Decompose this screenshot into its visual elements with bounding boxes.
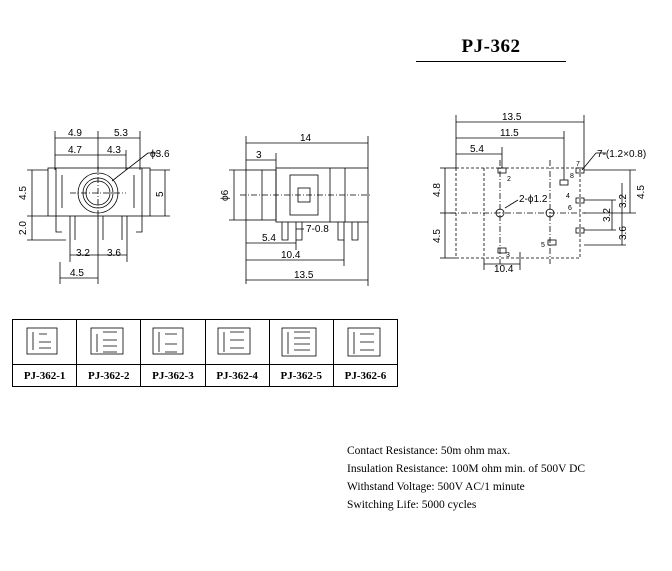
dim-fp-slots: 7-(1.2×0.8) [597, 149, 646, 160]
dim-fp-left-lower: 4.5 [432, 229, 443, 243]
pin-number: 3 [506, 252, 510, 259]
dim-inner-left: 4.7 [68, 145, 82, 156]
side-nose [245, 169, 277, 221]
pin-number: 7 [576, 161, 580, 168]
dim-overall-bottom: 13.5 [294, 270, 314, 281]
dim-lower: 10.4 [281, 250, 301, 261]
spec-contact-resistance: Contact Resistance: 50m ohm max. [347, 445, 511, 457]
pin-number: 4 [566, 193, 570, 200]
variant-cell: PJ-362-4 [205, 320, 270, 386]
pin-number: 5 [541, 242, 545, 249]
dim-bottom: 4.5 [70, 268, 84, 279]
dim-top-left: 4.9 [68, 128, 82, 139]
dim-fp-right-a: 3.2 [618, 194, 629, 208]
dim-fp-third: 5.4 [470, 144, 484, 155]
mount-hole [545, 208, 555, 218]
specifications: Contact Resistance: 50m ohm max. Insulat… [347, 442, 585, 514]
dim-pin-a: 3.2 [76, 248, 90, 259]
dim-pin-offset: 5.4 [262, 233, 276, 244]
dim-right-height: 5 [155, 191, 166, 197]
dim-fp-holes: 2-ϕ1.2 [519, 194, 548, 205]
variant-cell: PJ-362-5 [269, 320, 334, 386]
front-pins [69, 216, 128, 240]
variant-label: PJ-362-5 [280, 369, 323, 382]
dim-fp-top: 13.5 [502, 112, 522, 123]
dim-overall-top: 14 [300, 133, 312, 144]
spec-withstand-voltage: Withstand Voltage: 500V AC/1 minute [347, 481, 525, 493]
spec-switching-life: Switching Life: 5000 cycles [347, 499, 477, 511]
front-view [27, 131, 170, 284]
dim-top-right: 5.3 [114, 128, 128, 139]
side-view [229, 136, 372, 286]
spec-insulation-resistance: Insulation Resistance: 100M ohm min. of … [347, 463, 586, 475]
variant-table: PJ-362-1 PJ-362-2 PJ-362-3 PJ-362-4 PJ-3… [12, 319, 398, 387]
variant-schematic [269, 320, 333, 365]
dim-pin-b: 3.6 [107, 248, 121, 259]
variant-label: PJ-362-2 [87, 369, 130, 382]
mount-hole [495, 208, 505, 218]
pcb-footprint [440, 115, 636, 270]
dim-fp-bottom: 10.4 [494, 264, 514, 275]
variant-label: PJ-362-6 [344, 369, 387, 382]
dim-hole: ϕ3.6 [150, 149, 170, 160]
dim-fp-right-b: 3.2 [602, 208, 613, 222]
pin-number: 8 [570, 173, 574, 180]
dim-inner-right: 4.3 [107, 145, 121, 156]
variant-cell: PJ-362-3 [141, 320, 206, 386]
part-title: PJ-362 [461, 36, 521, 57]
pin-number: 2 [507, 176, 511, 183]
dim-fp-right-outer: 4.5 [636, 185, 647, 199]
dim-left-upper: 4.5 [18, 186, 29, 200]
variant-schematic [141, 320, 205, 365]
dim-left-lower: 2.0 [18, 221, 29, 235]
variant-schematic [333, 320, 398, 365]
variant-label: PJ-362-4 [216, 369, 258, 382]
dim-fp-left-upper: 4.8 [432, 183, 443, 197]
dim-fp-right-c: 3.6 [618, 226, 629, 240]
dim-nose: 3 [256, 150, 262, 161]
variant-schematic [13, 320, 77, 365]
dim-fp-second: 11.5 [500, 128, 519, 139]
variant-label: PJ-362-3 [152, 369, 194, 382]
variant-schematic [205, 320, 269, 365]
title-underline [416, 61, 566, 62]
variant-cell: PJ-362-1 [13, 320, 78, 386]
variant-label: PJ-362-1 [23, 369, 66, 382]
front-body-outline [47, 167, 151, 217]
variant-cell: PJ-362-6 [333, 320, 398, 386]
dim-pin-width: 7-0.8 [306, 224, 329, 235]
pin-number: 6 [568, 205, 572, 212]
side-pins [281, 222, 359, 241]
variant-schematic [77, 320, 141, 365]
variant-cell: PJ-362-2 [77, 320, 142, 386]
dim-diameter: ϕ6 [220, 189, 231, 201]
